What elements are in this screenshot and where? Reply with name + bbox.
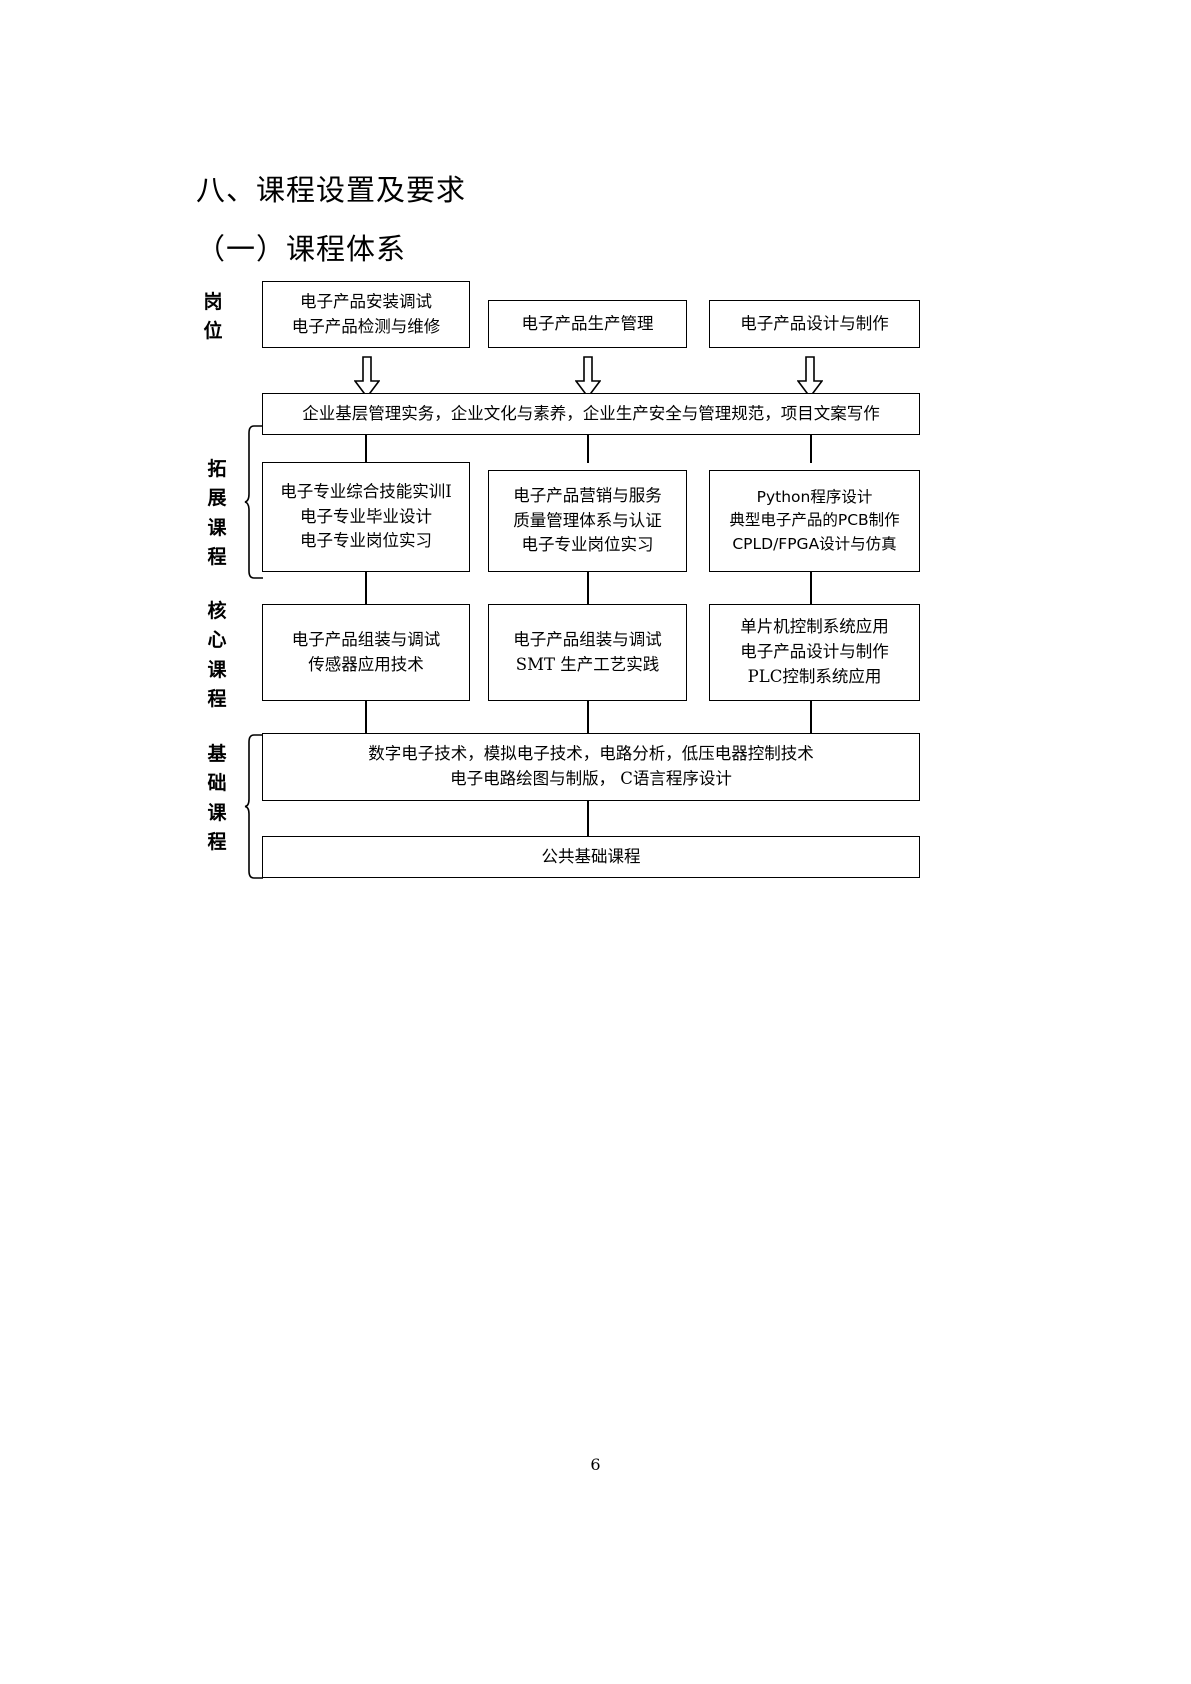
core-course-box-2-line-2: SMT 生产工艺实践 [515, 654, 660, 674]
post-box-1-line-2: 电子产品检测与维修 [291, 316, 441, 336]
label-extension: 拓 展 课 程 [200, 455, 234, 573]
core-course-box-2: 电子产品组装与调试 SMT 生产工艺实践 [488, 604, 687, 701]
extension-course-box-3-line-3: CPLD/FPGA设计与仿真 [732, 534, 897, 553]
label-core-char-3: 课 [207, 658, 227, 681]
public-course-bar: 公共基础课程 [262, 836, 920, 878]
connector-public [587, 801, 589, 836]
connector-basic-1 [365, 701, 367, 733]
extension-course-box-3-line-2: 典型电子产品的PCB制作 [729, 511, 900, 530]
post-box-3-line-1: 电子产品设计与制作 [740, 313, 889, 333]
basic-course-bar: 数字电子技术，模拟电子技术，电路分析，低压电器控制技术 电子电路绘图与制版， C… [262, 733, 920, 801]
brace-extension [244, 425, 263, 579]
label-basic: 基 础 课 程 [200, 740, 234, 858]
extension-course-box-3-line-1: Python程序设计 [756, 488, 873, 507]
label-extension-char-4: 程 [207, 546, 227, 569]
enterprise-course-bar: 企业基层管理实务，企业文化与素养，企业生产安全与管理规范，项目文案写作 [262, 393, 920, 435]
public-course-bar-line-1: 公共基础课程 [541, 846, 641, 866]
brace-basic [244, 734, 263, 879]
core-course-box-1: 电子产品组装与调试 传感器应用技术 [262, 604, 470, 701]
basic-course-bar-line-2: 电子电路绘图与制版， C语言程序设计 [450, 769, 732, 788]
post-box-2: 电子产品生产管理 [488, 300, 687, 348]
extension-course-box-2-line-1: 电子产品营销与服务 [513, 485, 662, 505]
core-course-box-1-line-1: 电子产品组装与调试 [291, 629, 441, 649]
extension-course-box-2: 电子产品营销与服务 质量管理体系与认证 电子专业岗位实习 [488, 470, 687, 572]
label-basic-char-3: 课 [207, 801, 227, 824]
label-core-char-4: 程 [207, 688, 227, 711]
connector-basic-2 [587, 701, 589, 733]
arrow-down-2 [575, 356, 601, 398]
label-post-char-1: 岗 [203, 291, 223, 313]
label-core-char-1: 核 [207, 600, 227, 622]
core-course-box-3-line-2: 电子产品设计与制作 [740, 642, 889, 662]
arrow-down-3 [797, 356, 823, 398]
post-box-2-line-1: 电子产品生产管理 [521, 313, 654, 333]
post-box-3: 电子产品设计与制作 [709, 300, 920, 348]
extension-course-box-1-line-2: 电子专业毕业设计 [300, 506, 432, 526]
connector-core-1 [365, 572, 367, 604]
label-basic-char-1: 基 [207, 743, 227, 765]
extension-course-box-2-line-3: 电子专业岗位实习 [521, 535, 654, 555]
enterprise-course-bar-line-1: 企业基层管理实务，企业文化与素养，企业生产安全与管理规范，项目文案写作 [302, 403, 880, 423]
connector-ext-1 [365, 435, 367, 463]
extension-course-box-1-line-1: 电子专业综合技能实训Ⅰ [280, 481, 452, 501]
extension-course-box-1: 电子专业综合技能实训Ⅰ 电子专业毕业设计 电子专业岗位实习 [262, 462, 470, 572]
core-course-box-1-line-2: 传感器应用技术 [308, 654, 424, 674]
label-basic-char-4: 程 [207, 831, 227, 854]
extension-course-box-2-line-2: 质量管理体系与认证 [513, 510, 662, 530]
extension-course-box-1-line-3: 电子专业岗位实习 [300, 531, 432, 551]
label-extension-char-1: 拓 [207, 458, 227, 480]
connector-ext-3 [810, 435, 812, 463]
label-core: 核 心 课 程 [200, 597, 234, 715]
core-course-box-2-line-1: 电子产品组装与调试 [513, 629, 662, 649]
label-post-char-2: 位 [203, 320, 223, 343]
label-basic-char-2: 础 [207, 772, 227, 795]
core-course-box-3-line-3: PLC控制系统应用 [747, 666, 882, 686]
connector-core-3 [810, 572, 812, 604]
basic-course-bar-line-1: 数字电子技术，模拟电子技术，电路分析，低压电器控制技术 [368, 744, 814, 764]
post-box-1-line-1: 电子产品安装调试 [300, 291, 432, 311]
section-subtitle: （一）课程体系 [196, 232, 407, 267]
connector-basic-3 [810, 701, 812, 733]
label-extension-char-2: 展 [207, 487, 227, 510]
connector-ext-2 [587, 435, 589, 463]
arrow-down-1 [354, 356, 380, 398]
post-box-1: 电子产品安装调试 电子产品检测与维修 [262, 281, 470, 348]
label-post: 岗 位 [196, 288, 230, 347]
extension-course-box-3: Python程序设计 典型电子产品的PCB制作 CPLD/FPGA设计与仿真 [709, 470, 920, 572]
connector-core-2 [587, 572, 589, 604]
label-extension-char-3: 课 [207, 516, 227, 539]
core-course-box-3-line-1: 单片机控制系统应用 [740, 617, 889, 637]
core-course-box-3: 单片机控制系统应用 电子产品设计与制作 PLC控制系统应用 [709, 604, 920, 701]
page-title: 八、课程设置及要求 [196, 173, 467, 208]
page-number: 6 [590, 1455, 601, 1474]
label-core-char-2: 心 [207, 629, 227, 652]
